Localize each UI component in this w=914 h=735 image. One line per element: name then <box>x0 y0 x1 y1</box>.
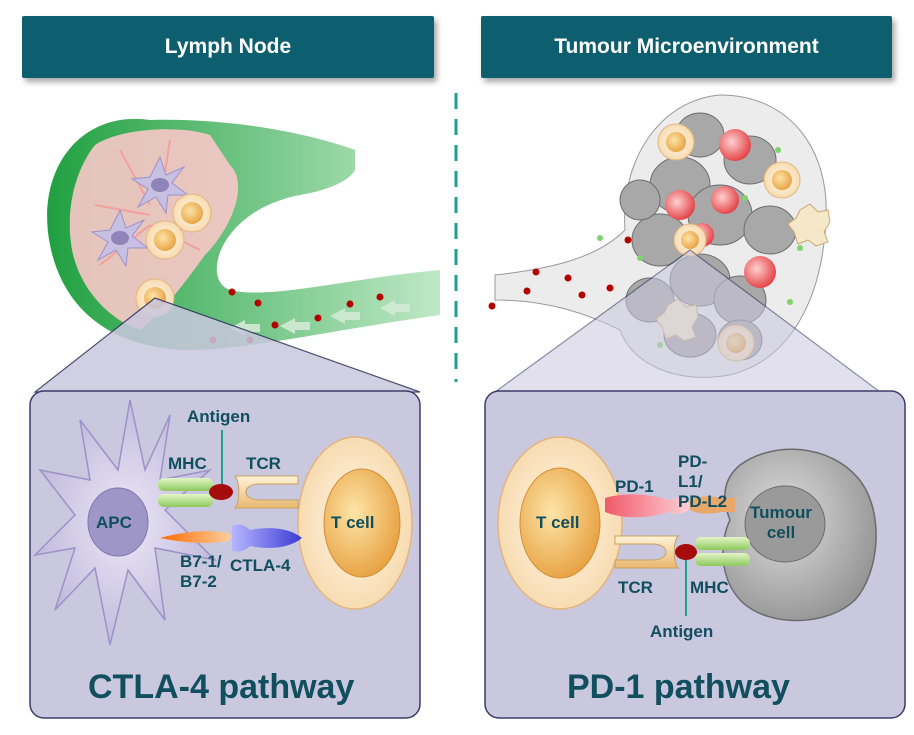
t-cell-pd1 <box>497 436 623 610</box>
apc-label: APC <box>96 513 132 532</box>
tumour-cell-label: Tumour cell <box>750 503 813 542</box>
t-cell-label-left: T cell <box>331 513 375 532</box>
t-cell-label-right: T cell <box>536 513 580 532</box>
t-cell-ctla4 <box>297 436 413 610</box>
tcr-receptor-left <box>233 475 299 509</box>
b7-ligand <box>160 531 232 543</box>
tcr-label-left: TCR <box>246 454 281 473</box>
tcr-receptor-right <box>614 535 680 569</box>
lymph-node-illustration <box>47 118 440 351</box>
pd1-label: PD-1 <box>615 477 654 496</box>
antigen-right <box>675 544 697 560</box>
lymph-node-header: Lymph Node <box>22 16 434 78</box>
t-cell-node-1 <box>172 193 212 233</box>
antigen-dots-tumour <box>488 236 632 310</box>
tumour-cell <box>722 448 877 622</box>
apc-cell-left <box>90 208 150 268</box>
mhc-receptor-left <box>158 478 213 507</box>
tcr-label-right: TCR <box>618 578 653 597</box>
apc-cell <box>32 399 218 646</box>
antigen-label-right: Antigen <box>650 622 714 641</box>
pd1-receptor <box>605 494 690 518</box>
t-cell-node-2 <box>145 220 185 260</box>
pd1-pathway-title: PD-1 pathway <box>567 668 790 706</box>
antigen-left <box>209 484 233 500</box>
pdl-ligand <box>690 496 735 514</box>
tumour-red-cells <box>665 129 776 288</box>
ctla4-receptor <box>232 524 302 552</box>
b7-label: B7-1/ B7-2 <box>180 552 222 591</box>
mhc-label-left: MHC <box>168 454 207 473</box>
pdl-label: PD- L1/ PD-L2 <box>678 452 728 511</box>
tumour-header: Tumour Microenvironment <box>481 16 892 78</box>
ctla4-label: CTLA-4 <box>230 556 291 575</box>
mhc-receptor-right <box>695 537 750 566</box>
mhc-label-right: MHC <box>690 578 729 597</box>
ctla4-pathway-title: CTLA-4 pathway <box>88 668 355 706</box>
antigen-label-left: Antigen <box>187 407 251 426</box>
apc-cell-top <box>130 155 190 215</box>
